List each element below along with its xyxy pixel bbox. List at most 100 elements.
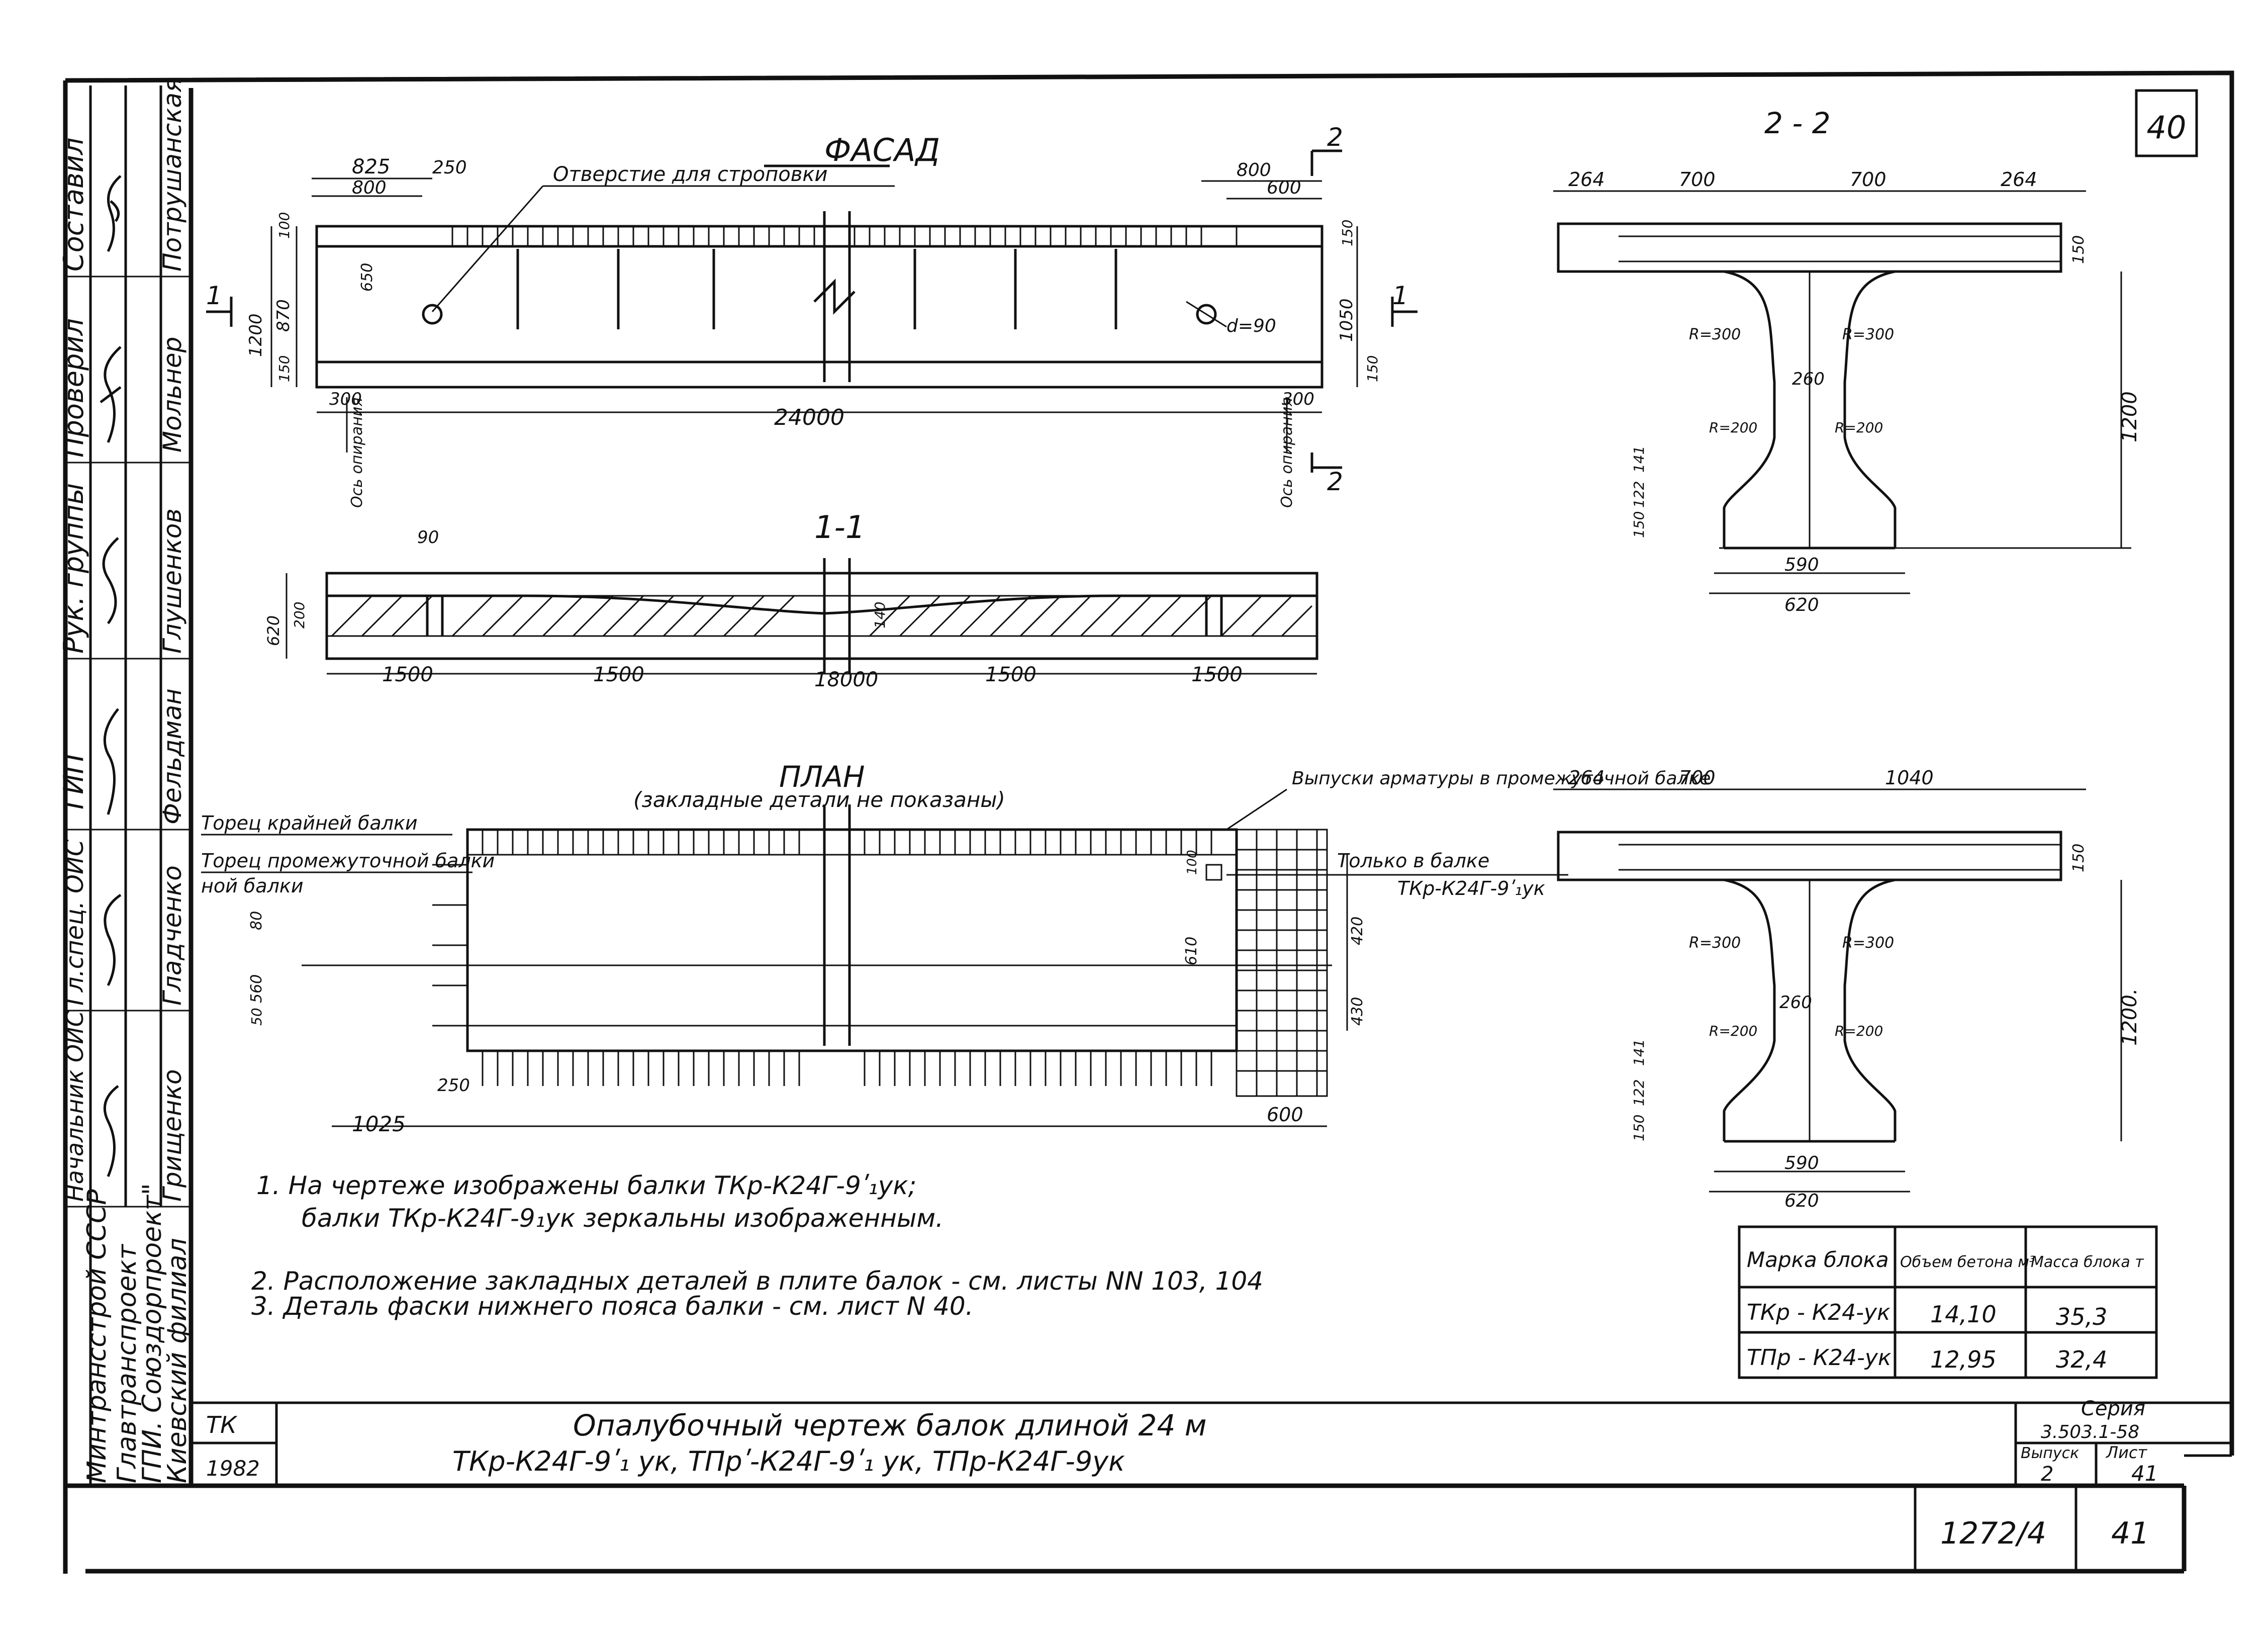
section-1-1: 1-1 1500 1500 18000 1500 1500 90 620 200… bbox=[264, 509, 1318, 691]
sec11-dim-200: 200 bbox=[291, 602, 308, 628]
plan-dim-600: 600 bbox=[1267, 1104, 1303, 1126]
sec11-dim-140: 140 bbox=[872, 602, 888, 628]
title-tk: ТК bbox=[206, 1411, 238, 1438]
axis-right: Ось опирания bbox=[1278, 398, 1296, 508]
sb-r4: R=200 bbox=[1835, 1023, 1883, 1039]
plan-label-mid-2: ной балки bbox=[201, 875, 304, 897]
section11-hatching bbox=[331, 595, 1313, 637]
plan-rebar-top bbox=[482, 830, 1212, 855]
stamp-role-5: Гл.спец. ОИС bbox=[61, 839, 89, 1006]
stamp-org-3: ГПИ. Союздорпроект" bbox=[137, 1183, 167, 1483]
stamp-org-4: Киевский филиал bbox=[162, 1238, 193, 1483]
section-2-top: 2 bbox=[1327, 123, 1343, 152]
plan-dim-430: 430 bbox=[1349, 997, 1366, 1026]
notes: 1. На чертеже изображены балки ТКр-К24Г-… bbox=[251, 1171, 1263, 1321]
note-1b: балки ТКр-К24Г-9₁ук зеркальны изображенн… bbox=[302, 1204, 943, 1233]
dim-825: 825 bbox=[352, 155, 390, 178]
s22-r4: R=200 bbox=[1835, 419, 1883, 436]
s22-w260: 260 bbox=[1792, 369, 1825, 389]
sb-dim-1200: 1200. bbox=[2118, 988, 2141, 1046]
dim-250: 250 bbox=[432, 157, 467, 178]
sec11-dim-90: 90 bbox=[417, 527, 439, 548]
stamp-role-4: ГИП bbox=[58, 754, 89, 809]
dim-1050: 1050 bbox=[1337, 298, 1357, 342]
s22-dim-d: 264 bbox=[2001, 168, 2037, 191]
sheet-number: 40 bbox=[2147, 109, 2187, 146]
stamp-org-1: Минтрансстрой СССР bbox=[82, 1189, 112, 1483]
table-cell-r1-volume: 14,10 bbox=[1930, 1301, 1997, 1328]
sb-dim-c: 1040 bbox=[1885, 767, 1934, 789]
plan-right-mesh bbox=[1236, 829, 1328, 1097]
plan-dim-250: 250 bbox=[437, 1075, 470, 1096]
drawing-title-1: Опалубочный чертеж балок длиной 24 м bbox=[573, 1408, 1207, 1442]
note-1: 1. На чертеже изображены балки ТКр-К24Г-… bbox=[256, 1171, 916, 1200]
dim-650: 650 bbox=[358, 263, 376, 292]
sheet-number-box: 40 bbox=[2135, 89, 2198, 157]
facade-title: ФАСАД bbox=[824, 132, 940, 168]
plan-rebar-bottom bbox=[482, 1051, 1212, 1086]
section-end: 264 700 1040 150 1200. R=300 R=300 260 R… bbox=[1553, 767, 2141, 1211]
s22-dim-c: 700 bbox=[1850, 168, 1886, 191]
s22-w620: 620 bbox=[1784, 595, 1819, 615]
stamp-name-5: Гладченко bbox=[158, 865, 187, 1006]
sec11-dim-2: 1500 bbox=[593, 663, 644, 686]
dim-length: 24000 bbox=[774, 405, 844, 430]
stamp-name-2: Мольнер bbox=[158, 337, 187, 453]
dim-100: 100 bbox=[276, 212, 293, 239]
table-cell-r2-mass: 32,4 bbox=[2056, 1346, 2107, 1373]
sb-w590: 590 bbox=[1784, 1153, 1819, 1173]
dim-300-left: 300 bbox=[329, 389, 362, 409]
signature-marks bbox=[100, 175, 122, 1177]
sb-r2: R=300 bbox=[1842, 934, 1894, 952]
dim-150-bottom: 150 bbox=[1364, 355, 1381, 382]
section-2-2: 2 - 2 264 700 700 264 150 1200 R=300 R=3… bbox=[1553, 106, 2141, 615]
footer-inv: 1272/4 bbox=[1940, 1516, 2046, 1551]
issue-label: Выпуск bbox=[2021, 1444, 2079, 1462]
plan-dim-100: 100 bbox=[1185, 850, 1200, 875]
dim-150-left: 150 bbox=[276, 355, 293, 382]
issue-value: 2 bbox=[2041, 1463, 2053, 1486]
sheet-value: 41 bbox=[2131, 1461, 2158, 1486]
s22-v150: 150 bbox=[1631, 511, 1647, 538]
s22-r1: R=300 bbox=[1689, 326, 1741, 343]
sb-v122: 122 bbox=[1631, 1079, 1647, 1106]
sb-dim-b: 700 bbox=[1679, 767, 1716, 789]
plan-dim-420: 420 bbox=[1349, 917, 1366, 945]
sec11-dim-3: 1500 bbox=[985, 663, 1036, 686]
stamp-left: Составил Проверил Рук. группы ГИП Гл.спе… bbox=[58, 77, 193, 1486]
facade-hole-dia: d=90 bbox=[1226, 316, 1276, 336]
footer-page: 41 bbox=[2111, 1516, 2149, 1551]
series-label: Серия bbox=[2081, 1397, 2145, 1420]
plan-label-mid: Торец промежуточной балки bbox=[201, 850, 495, 872]
plan-dim-1025: 1025 bbox=[352, 1112, 406, 1136]
stamp-role-3: Рук. группы bbox=[58, 483, 89, 654]
s22-dim-b: 700 bbox=[1679, 168, 1716, 191]
facade-rebar-stubs bbox=[451, 226, 1202, 246]
section-1-right: 1 bbox=[1392, 281, 1408, 310]
dim-800-left: 800 bbox=[352, 177, 387, 198]
dim-1200: 1200 bbox=[246, 313, 266, 357]
note-2: 2. Расположение закладных деталей в плит… bbox=[251, 1267, 1263, 1296]
dim-800-right: 800 bbox=[1237, 160, 1271, 180]
title-block: ТК 1982 Опалубочный чертеж балок длиной … bbox=[191, 1397, 2232, 1486]
sb-dim-a: 264 bbox=[1568, 767, 1605, 789]
table-header-mark: Марка блока bbox=[1747, 1247, 1889, 1272]
stamp-role-1: Составил bbox=[58, 138, 89, 272]
sec11-dim-1: 1500 bbox=[382, 663, 433, 686]
plan-label-only: Только в балке bbox=[1337, 850, 1489, 872]
s22-dim-1200: 1200 bbox=[2118, 391, 2141, 442]
sb-v141: 141 bbox=[1631, 1039, 1647, 1066]
sheet-frame bbox=[63, 70, 2234, 1574]
series-value: 3.503.1-58 bbox=[2041, 1422, 2139, 1442]
plan-note: (закладные детали не показаны) bbox=[633, 787, 1005, 812]
stamp-name-4: Фельдман bbox=[158, 688, 187, 825]
sb-v150: 150 bbox=[1631, 1115, 1647, 1141]
section22-title: 2 - 2 bbox=[1764, 106, 1831, 140]
plan-dim-610: 610 bbox=[1183, 937, 1200, 965]
sb-w620: 620 bbox=[1784, 1191, 1819, 1211]
s22-w590: 590 bbox=[1784, 555, 1819, 575]
table-header-volume: Объем бетона м³ bbox=[1900, 1253, 2035, 1271]
stamp-name-1: Потрушанская bbox=[158, 77, 187, 272]
section-1-left: 1 bbox=[206, 281, 222, 310]
